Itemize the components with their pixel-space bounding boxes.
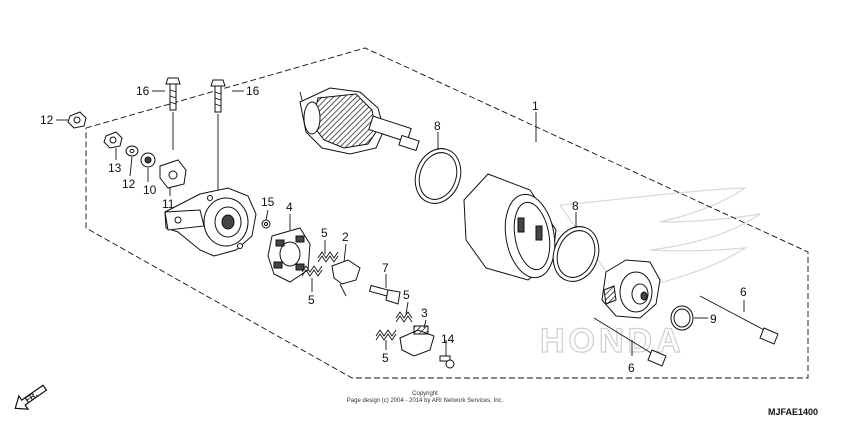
callout-8-left: 8 [434,119,441,133]
long-bolt-6-right [699,295,779,345]
spring-5-mid [301,265,323,277]
rear-cover [164,187,257,257]
copyright-title: Copyright [412,391,438,397]
leader-lines [56,90,745,356]
insulator-9 [140,152,156,168]
callout-5-top: 5 [321,226,328,240]
o-ring-13 [670,305,694,331]
callout-6-lower: 6 [628,361,635,375]
screw-15 [439,355,455,369]
washer-14 [261,219,271,229]
spring-5-top [317,251,339,263]
spring-5-low [395,311,413,323]
washer-11 [125,145,139,157]
front-cover [601,259,661,319]
front-direction-indicator: FR. [14,384,48,410]
spring-5-bottom [375,329,397,341]
callout-10: 11 [162,197,175,211]
callout-2: 2 [342,230,349,244]
callout-14: 15 [261,195,275,209]
callout-5-low: 5 [403,288,410,302]
front-arrow-icon [14,384,48,410]
o-ring-8-left [414,148,462,204]
copyright-notice: Page design (c) 2004 - 2014 by ARI Netwo… [347,398,504,404]
yoke-motor-case [463,173,557,281]
bolt-7 [368,284,401,305]
callout-3: 3 [421,306,428,320]
callout-13: 9 [710,312,717,326]
callout-5-mid: 5 [308,293,315,307]
bolt-16-left [165,77,181,150]
callout-12-outer: 12 [40,113,54,127]
callout-15: 14 [441,332,455,346]
terminal-10 [159,159,187,189]
callout-9: 10 [143,183,157,197]
brush-2 [331,259,361,297]
callout-16-right: 16 [246,84,260,98]
nut-12-inner [103,131,123,149]
nut-12-outer [67,111,87,129]
assembly-boundary [85,47,809,379]
callout-1: 1 [532,99,539,113]
callout-16-left: 16 [136,84,150,98]
callout-7: 7 [382,261,389,275]
callout-11: 12 [122,177,136,191]
brush-3 [399,325,435,357]
diagram-code: MJFAE1400 [768,407,818,417]
brush-holder-4 [267,227,311,283]
callout-6-right: 6 [740,285,747,299]
armature [299,87,420,155]
callout-12-inner: 13 [108,161,122,175]
bolt-16-right [210,79,226,190]
callout-5-bottom: 5 [382,351,389,365]
o-ring-8-right [552,226,600,282]
callout-labels: 16 16 12 13 12 10 11 15 4 5 2 5 7 5 3 5 … [40,84,747,375]
callout-4: 4 [286,200,293,214]
callout-8-right: 8 [572,199,579,213]
long-bolt-6-lower [593,317,667,367]
